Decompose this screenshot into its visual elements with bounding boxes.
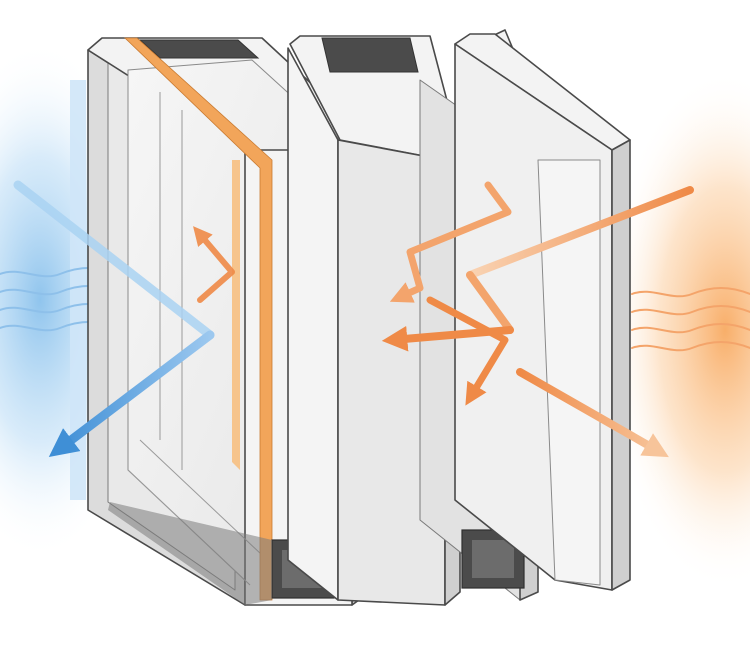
warm-arrow-icon — [193, 226, 235, 303]
spacer-bottom-2 — [461, 529, 525, 589]
spacer-top-1 — [138, 39, 260, 59]
warm-side-glow — [605, 70, 750, 590]
pane-4 — [454, 33, 631, 591]
warm-cavity-arrows — [381, 181, 694, 458]
cold-arrow-icon — [13, 180, 215, 457]
cold-side-band — [70, 80, 86, 500]
warm-air-wave-icon — [631, 287, 750, 352]
spacer-top-2 — [321, 37, 419, 73]
coating-inner-line — [232, 160, 240, 470]
